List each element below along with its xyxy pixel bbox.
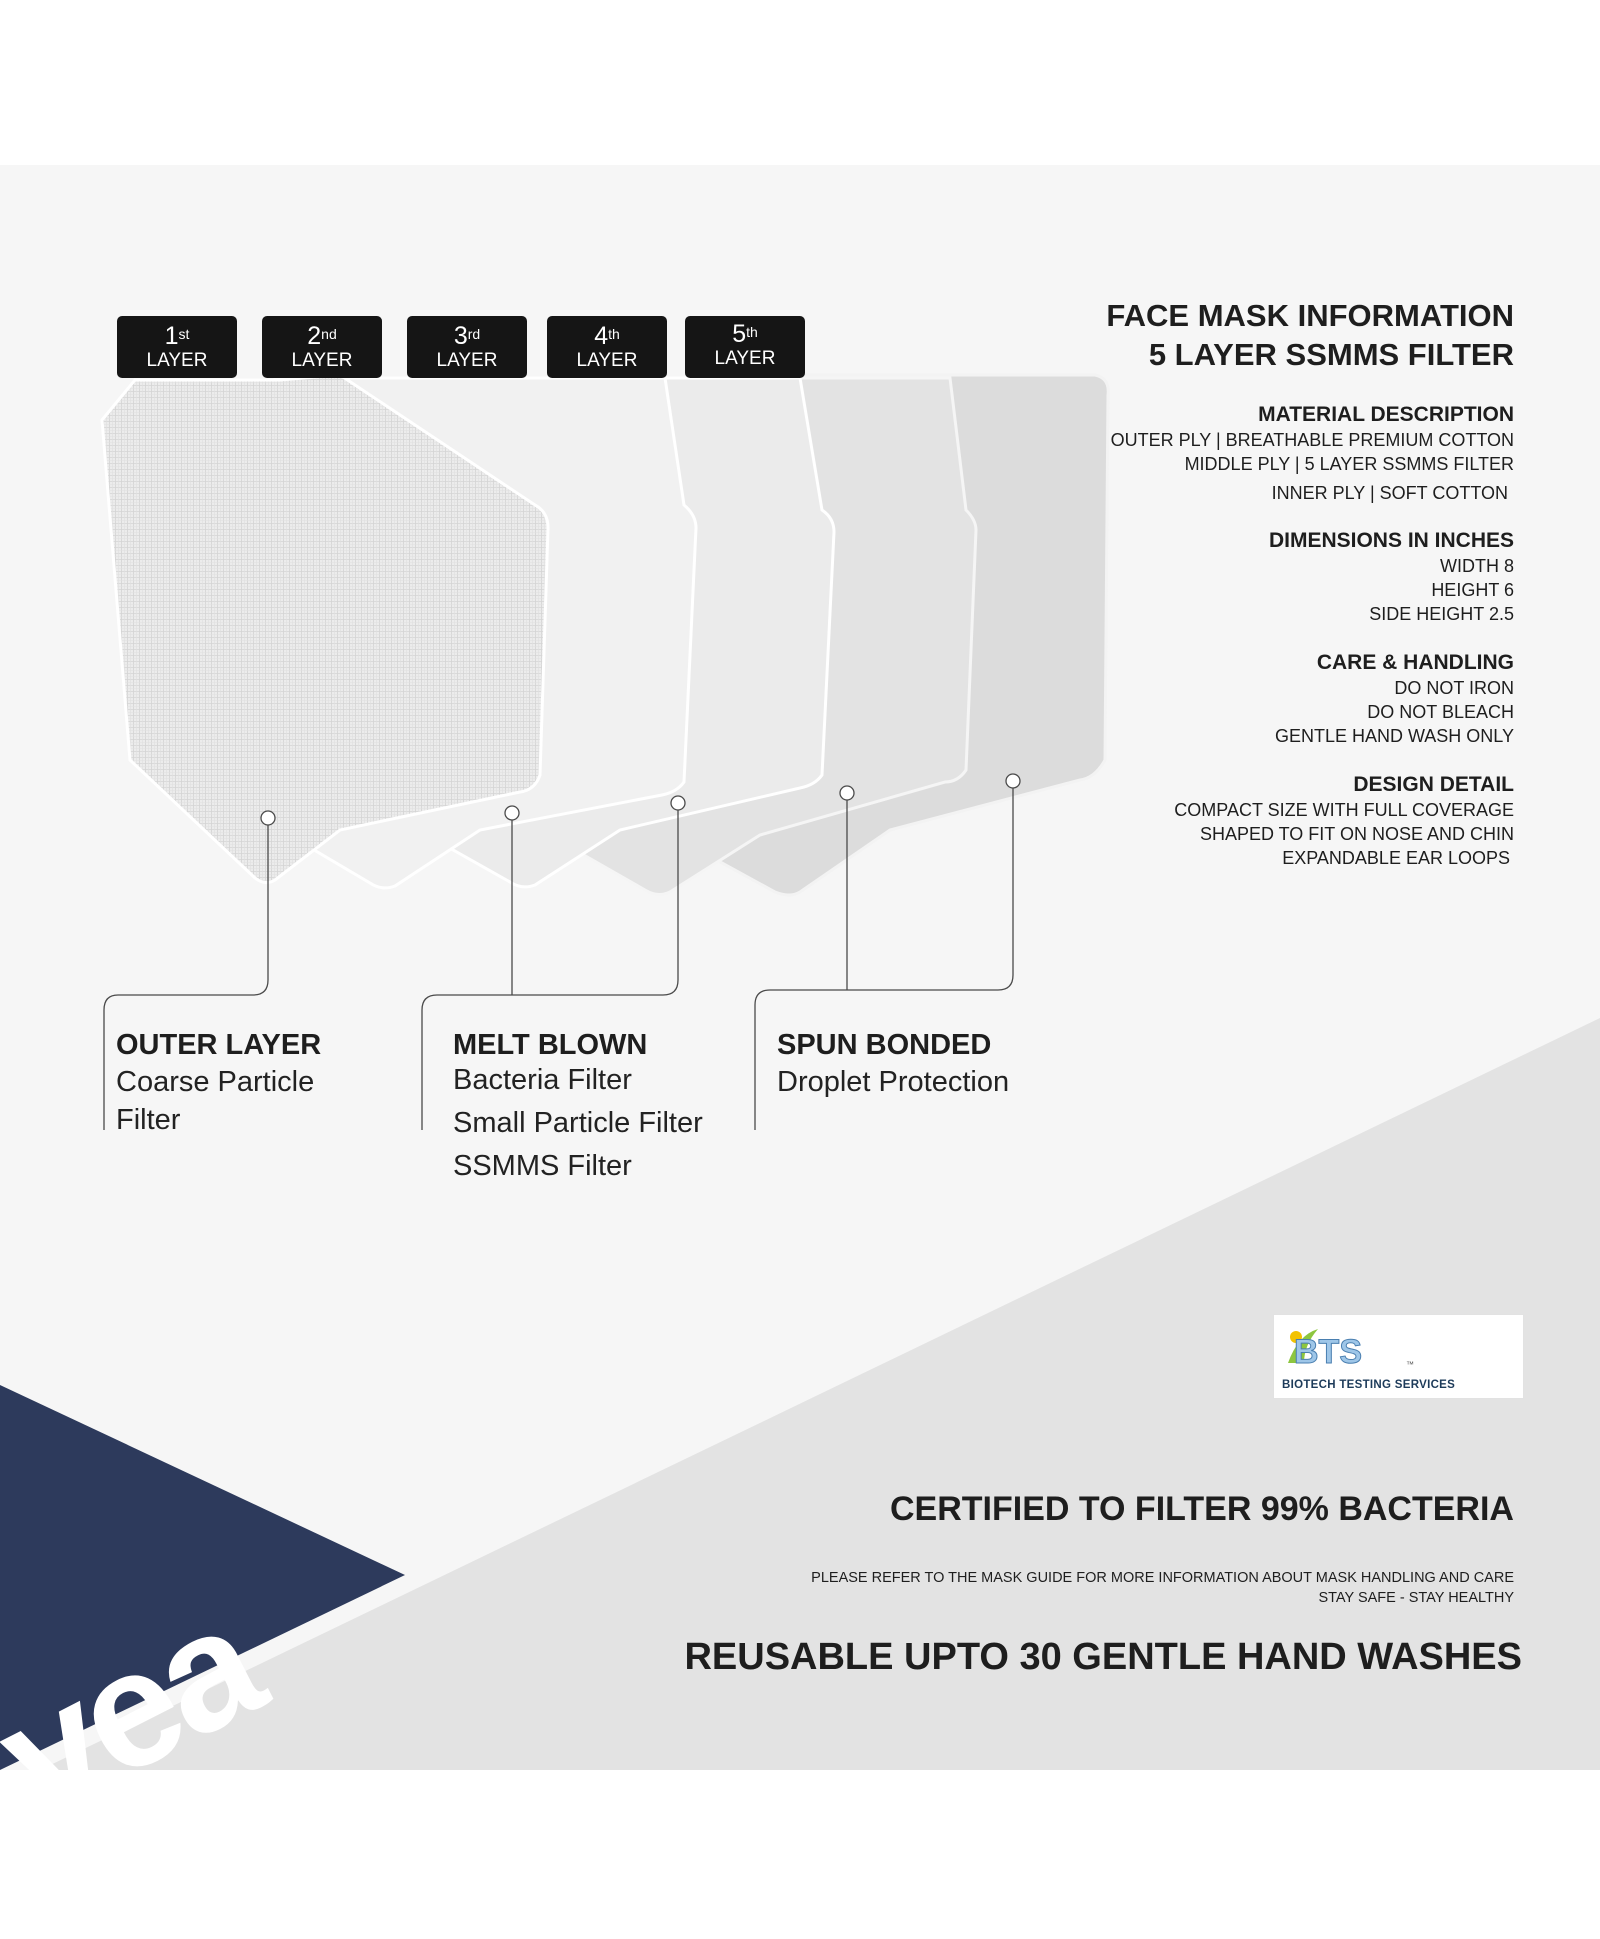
layer-tag-5: 5th LAYER [685, 316, 805, 378]
mask-info-panel: FACE MASK INFORMATION 5 LAYER SSMMS FILT… [994, 296, 1514, 870]
bts-logo-icon: BTS ™ [1288, 1329, 1414, 1372]
spun-bonded-callout: SPUN BONDED Droplet Protection [777, 1029, 1010, 1098]
melt-blown-callout: MELT BLOWN Bacteria Filter Small Particl… [453, 1029, 703, 1182]
care-section: CARE & HANDLING DO NOT IRON DO NOT BLEAC… [1274, 651, 1514, 746]
brand-triangle [0, 1385, 405, 1770]
care-note: PLEASE REFER TO THE MASK GUIDE FOR MORE … [811, 1570, 1514, 1606]
outer-layer-title: OUTER LAYER [116, 1029, 322, 1061]
brand-wordmark: vea [0, 1567, 290, 1851]
certified-headline: CERTIFIED TO FILTER 99% BACTERIA [889, 1490, 1514, 1528]
bts-certification-badge: BTS ™ BIOTECH TESTING SERVICES [1273, 1314, 1524, 1399]
bts-name: BIOTECH TESTING SERVICES [1282, 1379, 1456, 1391]
material-section: MATERIAL DESCRIPTION OUTER PLY | BREATHA… [1110, 403, 1514, 503]
melt-blown-title: MELT BLOWN [453, 1029, 648, 1061]
reusable-headline: REUSABLE UPTO 30 GENTLE HAND WASHES [684, 1636, 1522, 1678]
layer-tag-2: 2nd LAYER [262, 316, 382, 378]
grey-band [40, 1018, 1600, 1770]
layer-tag-1: 1st LAYER [117, 316, 237, 378]
dimensions-section: DIMENSIONS IN INCHES WIDTH 8 HEIGHT 6 SI… [1268, 529, 1514, 624]
layer-tag-4: 4th LAYER [547, 316, 667, 378]
info-subtitle: 5 LAYER SSMMS FILTER [1148, 337, 1514, 372]
info-title: FACE MASK INFORMATION [1106, 298, 1514, 333]
design-section: DESIGN DETAIL COMPACT SIZE WITH FULL COV… [1174, 773, 1514, 868]
outer-layer-callout: OUTER LAYER Coarse Particle Filter [116, 1029, 322, 1136]
layer-tag-3: 3rd LAYER [407, 316, 527, 378]
mask-layer-1 [100, 373, 550, 885]
bts-mark: BTS [1294, 1333, 1362, 1371]
spun-bonded-title: SPUN BONDED [777, 1029, 992, 1061]
svg-text:™: ™ [1406, 1360, 1414, 1369]
